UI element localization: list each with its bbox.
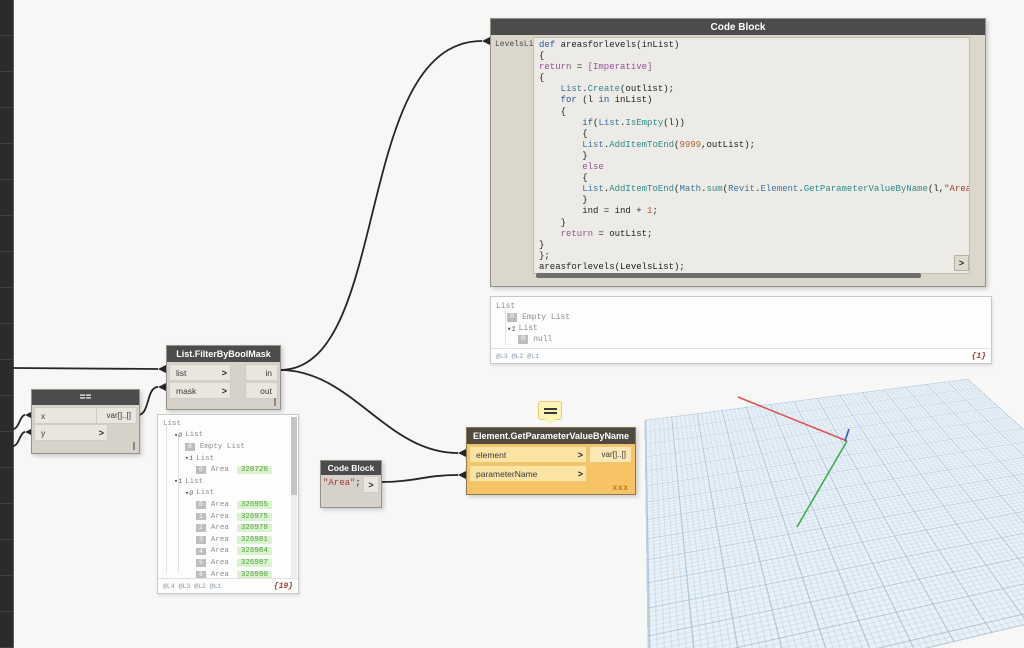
wire-filter-to-codeblock (279, 40, 483, 371)
arrow-parametername-port (458, 471, 466, 479)
code-block-title[interactable]: Code Block (491, 19, 985, 35)
input-port-y[interactable]: y > (34, 424, 108, 441)
preview-scrollbar[interactable] (291, 417, 297, 577)
code-block-output-port[interactable]: > (954, 255, 969, 271)
input-port-element[interactable]: element > (469, 446, 587, 463)
port-label-mask: mask (176, 385, 197, 396)
output-label-var: var[]..[] (601, 450, 626, 459)
input-port-list[interactable]: list > (169, 364, 231, 381)
list-preview-row: List (496, 302, 516, 311)
arrow-element-port (458, 449, 466, 457)
node-equals-title[interactable]: == (32, 390, 139, 405)
output-label-var: var[]..[] (106, 411, 131, 420)
scrollbar-thumb[interactable] (291, 417, 297, 495)
output-label-in: in (265, 367, 272, 378)
node-state-badge: xxx (612, 483, 629, 492)
wire-strip-to-y (12, 431, 26, 447)
output-port-out[interactable]: out (245, 382, 278, 399)
string-literal: "Area" (323, 478, 356, 488)
wire-filter-to-element (279, 369, 459, 454)
item-count-badge: {1} (971, 351, 986, 361)
tree-guide-line (166, 425, 167, 573)
background-preview-grid (644, 378, 1024, 648)
code-block-title[interactable]: Code Block (321, 461, 381, 475)
output-port-in[interactable]: in (245, 364, 278, 381)
bubble-line (543, 411, 557, 414)
lacing-indicator-icon[interactable] (133, 442, 135, 450)
chevron-right-icon: > (221, 367, 227, 378)
port-label-y: y (41, 427, 46, 438)
list-levels-label: @L4 @L3 @L2 @L1 (163, 582, 222, 590)
tree-guide-line (505, 309, 506, 345)
arrow-mask-port (158, 383, 166, 391)
item-count-badge: {19} (273, 581, 293, 591)
wire-strip-to-x (12, 414, 26, 430)
arrow-list-port (158, 365, 166, 373)
output-label-out: out (260, 385, 272, 396)
wire-equals-to-mask (137, 386, 159, 416)
chevron-right-icon: > (221, 385, 227, 396)
node-code-block-main[interactable]: Code Block LevelsList def areasforlevels… (490, 18, 986, 287)
lacing-indicator-icon[interactable] (274, 398, 276, 406)
port-label-list: list (176, 367, 187, 378)
code-block-output-port[interactable]: > (363, 476, 379, 493)
list-levels-label: @L3 @L2 @L1 (496, 352, 539, 360)
port-label-x: x (41, 410, 46, 421)
input-port-mask[interactable]: mask > (169, 382, 231, 399)
chevron-right-icon: > (577, 468, 583, 479)
semicolon: ; (355, 478, 361, 488)
node-element-get-parameter-value-by-name[interactable]: Element.GetParameterValueByName element … (466, 427, 636, 495)
horizontal-scrollbar[interactable] (536, 273, 921, 278)
bubble-line (543, 407, 557, 410)
wire-areacode-to-parametername (379, 474, 459, 483)
warning-bubble-icon[interactable] (538, 401, 562, 425)
element-node-title[interactable]: Element.GetParameterValueByName (467, 428, 635, 444)
code-expression[interactable]: "Area"; (323, 478, 361, 488)
input-port-levelslist[interactable]: LevelsList (495, 40, 544, 49)
code-lines: def areasforlevels(inList){return = [Imp… (539, 40, 969, 272)
output-port-var[interactable]: var[]..[] (589, 446, 632, 463)
filter-preview-footer: @L4 @L3 @L2 @L1 {19} (158, 578, 298, 593)
list-preview-row: List (163, 419, 182, 428)
port-label-parametername: parameterName (476, 468, 538, 479)
input-port-parametername[interactable]: parameterName > (469, 465, 587, 482)
chevron-right-icon: > (577, 449, 583, 460)
offscreen-node-ports-strip[interactable] (0, 0, 14, 648)
main-preview-footer: @L3 @L2 @L1 {1} (491, 348, 991, 363)
arrow-levelslist-port (482, 37, 490, 45)
tree-guide-line (178, 437, 179, 573)
node-filter-title[interactable]: List.FilterByBoolMask (167, 346, 280, 362)
node-code-block-area[interactable]: Code Block "Area"; > (320, 460, 382, 508)
port-label-element: element (476, 449, 507, 460)
code-editor-area[interactable]: def areasforlevels(inList){return = [Imp… (533, 37, 970, 274)
chevron-right-icon: > (98, 427, 104, 438)
output-port-var[interactable]: var[]..[] (96, 407, 137, 424)
wire-strip-to-list (12, 367, 159, 370)
node-equals[interactable]: == x > y > var[]..[] (31, 389, 140, 454)
node-filter-by-bool-mask[interactable]: List.FilterByBoolMask list > mask > in o… (166, 345, 281, 410)
